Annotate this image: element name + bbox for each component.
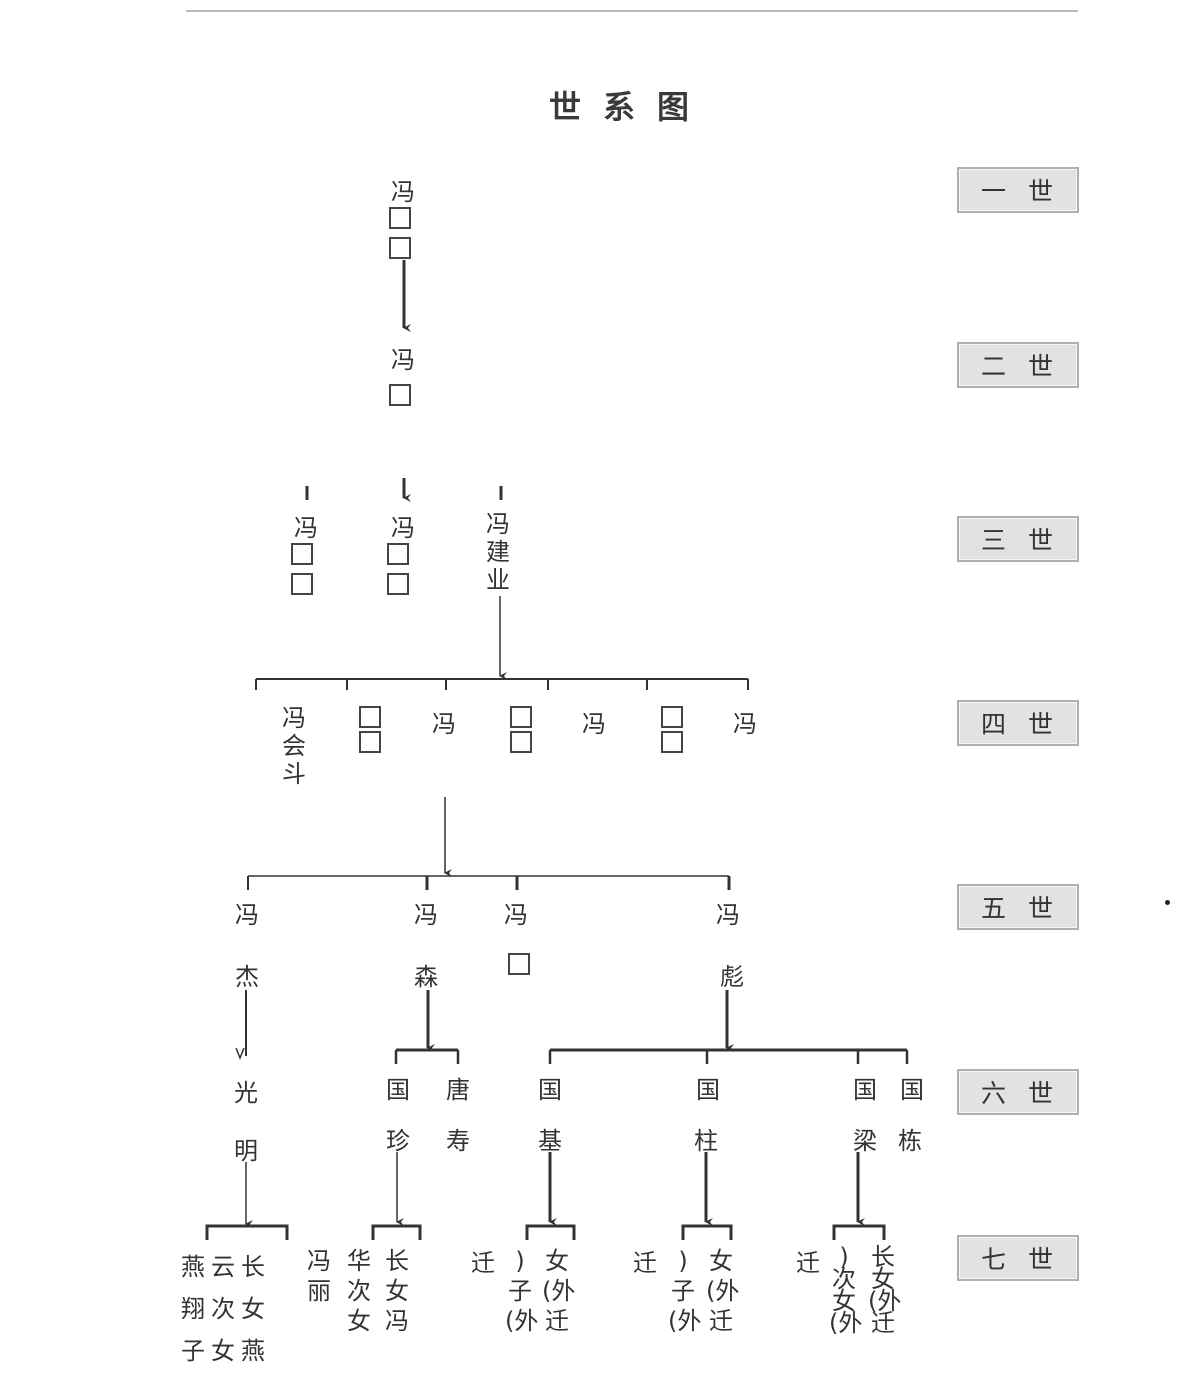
gen6-person-g-char2: 栋 [898,1127,922,1155]
gen5-person-d-surname: 冯 [716,901,740,929]
scan-speck [1165,900,1170,905]
gen6-person-b-char2: 珍 [386,1127,410,1155]
unknown-char-box [359,731,381,753]
gen6-person-e-char1: 国 [696,1076,720,1104]
gen7-col-11: )子(外 [668,1247,702,1335]
gen6-person-a-char1: 光 [234,1079,258,1107]
gen7-col-1: 长女燕 [241,1253,265,1365]
gen7-col-13: 长女(外迁 [868,1243,902,1337]
generation-label-5: 五世 [957,884,1079,930]
gen7-col-2: 云次女 [211,1253,235,1365]
gen5-person-a-given: 杰 [235,963,259,991]
gen5-person-d-given: 彪 [720,963,744,991]
gen5-person-a-surname: 冯 [235,901,259,929]
gen6-person-d-char1: 国 [538,1076,562,1104]
generation-label-6: 六世 [957,1069,1079,1115]
gen2-person-surname: 冯 [391,346,415,374]
unknown-char-box [389,207,411,229]
gen5-person-c-surname: 冯 [504,901,528,929]
gen7-col-4: 冯丽 [307,1247,331,1305]
gen7-col-9: 迁 [471,1249,495,1277]
gen3-person-b-surname: 冯 [391,514,415,542]
gen6-person-d-char2: 基 [538,1127,562,1155]
unknown-char-box [291,573,313,595]
gen6-person-a-char2: 明 [234,1137,258,1165]
generation-label-3: 三世 [957,516,1079,562]
unknown-char-box [508,953,530,975]
unknown-char-box [389,384,411,406]
unknown-char-box [661,706,683,728]
gen7-col-5: 长女冯 [385,1247,409,1335]
gen4-person-g-surname: 冯 [733,710,757,738]
unknown-char-box [389,237,411,259]
top-divider [186,10,1078,12]
gen3-person-c-name: 冯建业 [486,510,510,594]
gen6-person-f-char2: 梁 [853,1127,877,1155]
page-title: 世系图 [548,88,711,126]
gen7-col-3: 燕翔子 [181,1253,205,1365]
generation-label-1: 一世 [957,167,1079,213]
gen6-person-g-char1: 国 [900,1076,924,1104]
gen5-person-b-given: 森 [414,963,438,991]
generation-label-7: 七世 [957,1235,1079,1281]
gen4-person-a-name: 冯会斗 [282,704,306,788]
generation-label-4: 四世 [957,700,1079,746]
gen6-person-b-char1: 国 [386,1076,410,1104]
gen6-person-e-char2: 柱 [694,1127,718,1155]
gen3-person-a-surname: 冯 [294,514,318,542]
gen6-person-f-char1: 国 [853,1076,877,1104]
unknown-char-box [359,706,381,728]
unknown-char-box [387,543,409,565]
unknown-char-box [291,543,313,565]
gen1-person-surname: 冯 [391,178,415,206]
unknown-char-box [387,573,409,595]
gen7-col-8: )子(外 [505,1247,539,1335]
gen7-col-6: 华次女 [347,1247,371,1335]
gen7-col-15: 迁 [796,1249,820,1277]
generation-label-2: 二世 [957,342,1079,388]
gen6-person-c-char2: 寿 [446,1127,470,1155]
gen7-col-14: )次女(外 [829,1243,863,1337]
gen7-col-10: 女(外迁 [706,1247,740,1335]
gen4-person-c-surname: 冯 [432,710,456,738]
gen7-col-12: 迁 [633,1249,657,1277]
gen7-col-7: 女(外迁 [542,1247,576,1335]
gen6-person-c-char1: 唐 [446,1076,470,1104]
gen4-person-e-surname: 冯 [582,710,606,738]
unknown-char-box [661,731,683,753]
unknown-char-box [510,731,532,753]
gen5-person-b-surname: 冯 [414,901,438,929]
unknown-char-box [510,706,532,728]
